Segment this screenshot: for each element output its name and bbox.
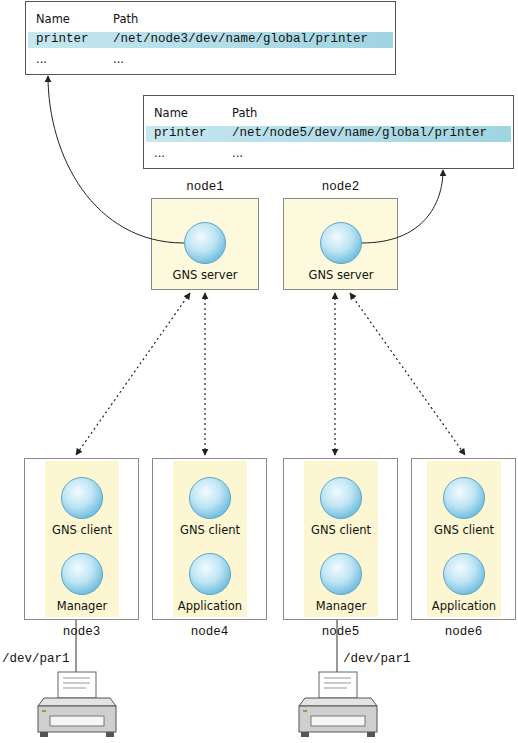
process-label: Manager bbox=[22, 599, 142, 613]
process-label: GNS client bbox=[150, 523, 270, 537]
lookup-arrow bbox=[48, 76, 184, 243]
process-label: GNS server bbox=[281, 268, 401, 282]
process-label: Application bbox=[404, 599, 518, 613]
client-process: GNS client bbox=[291, 476, 391, 542]
printer-symbol bbox=[299, 672, 377, 737]
process-circle bbox=[319, 476, 363, 520]
server-process: GNS server bbox=[291, 221, 391, 287]
host-node: node5GNS clientManager bbox=[283, 458, 398, 620]
process-label: GNS client bbox=[22, 523, 142, 537]
table-cell: ... bbox=[36, 52, 47, 66]
column-header: Path bbox=[232, 106, 257, 120]
application-process: Application bbox=[160, 552, 260, 618]
port-name: /dev/par1 bbox=[2, 652, 70, 667]
process-circle-shape bbox=[444, 478, 485, 519]
message-link bbox=[350, 293, 465, 455]
lookup-arrow bbox=[362, 170, 443, 243]
process-circle bbox=[183, 221, 227, 265]
message-link bbox=[204, 293, 205, 455]
host-label: node6 bbox=[392, 625, 518, 640]
process-circle-shape bbox=[62, 478, 103, 519]
process-circle bbox=[319, 221, 363, 265]
lookup-table: Name Path printer/net/node3/dev/name/globa… bbox=[25, 1, 396, 75]
column-header: Path bbox=[113, 12, 138, 26]
process-label: Application bbox=[150, 599, 270, 613]
process-circle bbox=[188, 476, 232, 520]
manager-process: Manager bbox=[291, 552, 391, 618]
host-node: node4GNS clientApplication bbox=[152, 458, 267, 620]
process-circle-shape bbox=[190, 478, 231, 519]
application-process: Application bbox=[414, 552, 514, 618]
host-node: node3GNS clientManager bbox=[24, 458, 139, 620]
process-label: GNS client bbox=[404, 523, 518, 537]
table-cell: /net/node5/dev/name/global/printer bbox=[232, 126, 487, 141]
table-cell: printer bbox=[36, 32, 89, 47]
process-circle bbox=[442, 476, 486, 520]
process-circle bbox=[442, 552, 486, 596]
process-circle bbox=[188, 552, 232, 596]
port-name: /dev/par1 bbox=[343, 652, 411, 667]
host-label: node4 bbox=[133, 625, 286, 640]
host-label: node1 bbox=[132, 180, 278, 195]
process-label: GNS server bbox=[145, 268, 265, 282]
column-header: Name bbox=[36, 12, 70, 26]
process-label: GNS client bbox=[281, 523, 401, 537]
printer-symbol bbox=[38, 672, 116, 737]
process-circle bbox=[319, 552, 363, 596]
process-circle-shape bbox=[321, 223, 362, 264]
manager-process: Manager bbox=[32, 552, 132, 618]
process-circle-shape bbox=[190, 554, 231, 595]
table-cell: ... bbox=[154, 146, 165, 160]
process-circle bbox=[60, 552, 104, 596]
process-circle-shape bbox=[62, 554, 103, 595]
table-cell: ... bbox=[232, 146, 243, 160]
process-circle-shape bbox=[321, 478, 362, 519]
host-label: node3 bbox=[5, 625, 158, 640]
process-circle-shape bbox=[321, 554, 362, 595]
process-circle bbox=[60, 476, 104, 520]
host-label: node5 bbox=[264, 625, 417, 640]
table-cell: printer bbox=[154, 126, 207, 141]
client-process: GNS client bbox=[160, 476, 260, 542]
server-process: GNS server bbox=[155, 221, 255, 287]
table-cell: /net/node3/dev/name/global/printer bbox=[113, 32, 368, 47]
process-circle-shape bbox=[444, 554, 485, 595]
host-node: node6GNS clientApplication bbox=[411, 458, 516, 620]
process-circle-shape bbox=[185, 223, 226, 264]
table-cell: ... bbox=[113, 52, 124, 66]
message-link bbox=[76, 293, 190, 455]
host-node: node2GNS server bbox=[283, 198, 398, 290]
process-label: Manager bbox=[281, 599, 401, 613]
client-process: GNS client bbox=[414, 476, 514, 542]
column-header: Name bbox=[154, 106, 188, 120]
host-node: node1GNS server bbox=[151, 198, 259, 290]
host-label: node2 bbox=[264, 180, 417, 195]
lookup-table: Name Path printer/net/node5/dev/name/globa… bbox=[143, 95, 514, 169]
client-process: GNS client bbox=[32, 476, 132, 542]
message-link bbox=[334, 293, 335, 455]
